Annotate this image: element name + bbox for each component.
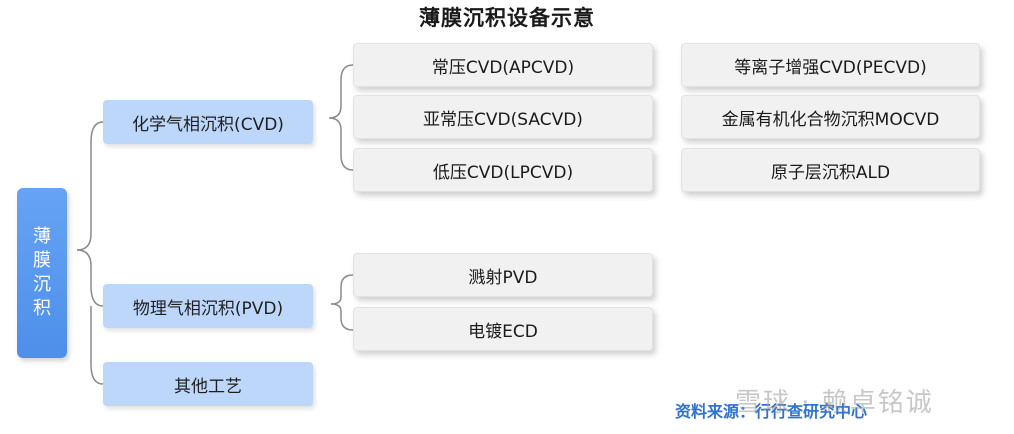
source-note: 资料来源：行行查研究中心 bbox=[675, 402, 868, 421]
method-sputtering-pvd: 溅射PVD bbox=[353, 253, 653, 297]
method-mocvd: 金属有机化合物沉积MOCVD bbox=[681, 95, 980, 139]
pvd-bracket bbox=[330, 274, 354, 331]
method-ecd: 电镀ECD bbox=[353, 307, 653, 351]
category-other: 其他工艺 bbox=[103, 362, 313, 406]
method-sacvd: 亚常压CVD(SACVD) bbox=[353, 95, 653, 139]
root-node-thin-film-deposition: 薄膜沉积 bbox=[17, 188, 67, 358]
method-apcvd: 常压CVD(APCVD) bbox=[353, 43, 653, 87]
category-pvd: 物理气相沉积(PVD) bbox=[103, 284, 313, 328]
method-pecvd: 等离子增强CVD(PECVD) bbox=[681, 43, 980, 87]
diagram-title: 薄膜沉积设备示意 bbox=[419, 6, 595, 30]
category-cvd: 化学气相沉积(CVD) bbox=[103, 100, 313, 144]
watermark: 雪球 · 赖卓铭诚 bbox=[735, 388, 934, 418]
root-bracket bbox=[76, 121, 104, 385]
method-ald: 原子层沉积ALD bbox=[681, 148, 980, 192]
cvd-bracket bbox=[328, 64, 354, 171]
method-lpcvd: 低压CVD(LPCVD) bbox=[353, 148, 653, 192]
